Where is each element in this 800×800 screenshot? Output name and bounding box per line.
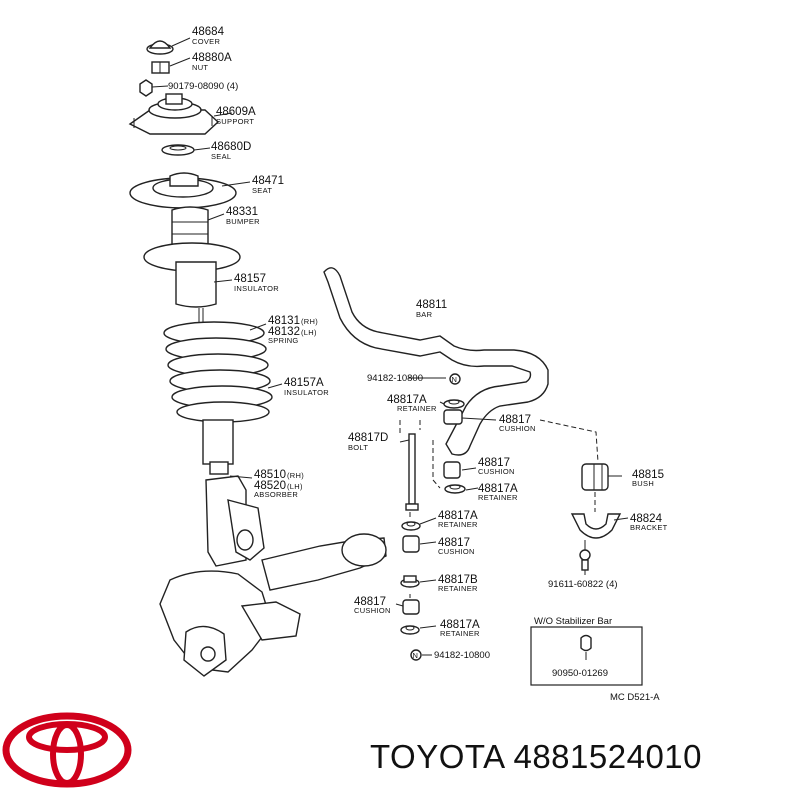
label-insulator-upper: INSULATOR	[234, 284, 279, 293]
label-nut: NUT	[192, 63, 208, 72]
label-48520: 48520(LH)	[254, 480, 303, 492]
label-retainer-4: RETAINER	[440, 629, 480, 638]
leader-lines	[151, 37, 629, 656]
label-48817-cushion-a: 48817	[499, 414, 531, 426]
label-retainer-b: RETAINER	[438, 584, 478, 593]
label-48471: 48471	[252, 175, 284, 187]
insulator-upper-part	[143, 242, 241, 308]
cushion-a-part	[443, 409, 463, 425]
label-94182-a: 94182-10800	[367, 373, 423, 384]
label-cover: COVER	[192, 37, 220, 46]
retainer-a4-part	[400, 625, 420, 635]
label-support: SUPPORT	[216, 117, 254, 126]
label-bracket: BRACKET	[630, 523, 668, 532]
bolt-48817d-part	[405, 433, 419, 511]
label-48132: 48132(LH)	[268, 326, 317, 338]
strut-assembly	[128, 40, 387, 677]
nut-part	[151, 61, 170, 74]
label-48817a-2: 48817A	[478, 483, 518, 495]
seal-part	[161, 144, 195, 156]
label-cushion-b: CUSHION	[478, 467, 515, 476]
label-48815: 48815	[632, 469, 664, 481]
label-48817-cushion-d: 48817	[354, 596, 386, 608]
nut-94182-b-part: N	[410, 649, 422, 661]
label-48817a-1: 48817A	[387, 394, 427, 406]
retainer-b-part	[400, 575, 420, 588]
label-48817-cushion-c: 48817	[438, 537, 470, 549]
label-seal: SEAL	[211, 152, 231, 161]
label-seat: SEAT	[252, 186, 272, 195]
label-48680d: 48680D	[211, 141, 251, 153]
stabilizer-bar-part	[323, 267, 549, 456]
retainer-a3-part	[401, 521, 421, 531]
inset-title: W/O Stabilizer Bar	[534, 616, 612, 627]
knuckle-assembly-part	[159, 533, 387, 677]
label-94182-b: 94182-10800	[434, 650, 490, 661]
label-retainer-3: RETAINER	[438, 520, 478, 529]
retainer-a1-part	[443, 399, 465, 409]
label-cushion-d: CUSHION	[354, 606, 391, 615]
label-bar: BAR	[416, 310, 433, 319]
label-48817-cushion-b: 48817	[478, 457, 510, 469]
toyota-logo-icon	[2, 712, 132, 788]
svg-text:N: N	[452, 375, 458, 384]
brand-part-number: TOYOTA 4881524010	[370, 738, 703, 775]
label-insulator-lower: INSULATOR	[284, 388, 329, 397]
seat-part	[129, 172, 237, 209]
bracket-part	[570, 513, 622, 539]
inset-part-number: 90950-01269	[552, 668, 608, 679]
label-bush: BUSH	[632, 479, 654, 488]
label-bumper: BUMPER	[226, 217, 260, 226]
reference-code: MC D521-A	[610, 692, 660, 703]
label-48609a: 48609A	[216, 106, 256, 118]
inset-clip-icon	[580, 634, 592, 660]
label-absorber: ABSORBER	[254, 490, 298, 499]
label-48824: 48824	[630, 513, 663, 525]
bush-part	[581, 463, 609, 491]
label-bolt: BOLT	[348, 443, 368, 452]
retainer-a2-part	[444, 484, 466, 494]
label-retainer-1: RETAINER	[397, 404, 437, 413]
absorber-part	[202, 419, 265, 567]
label-48817b: 48817B	[438, 574, 478, 586]
label-90179: 90179-08090 (4)	[168, 81, 238, 92]
inset-box: W/O Stabilizer Bar 90950-01269	[530, 616, 643, 686]
label-48817a-4: 48817A	[440, 619, 480, 631]
support-part	[128, 93, 220, 135]
label-cushion-a: CUSHION	[499, 424, 536, 433]
svg-text:N: N	[413, 651, 419, 660]
cushion-b-part	[443, 461, 461, 479]
label-48157: 48157	[234, 273, 266, 285]
label-48684: 48684	[192, 26, 225, 38]
spring-part	[163, 308, 273, 423]
cushion-d-part	[402, 599, 420, 615]
label-48131: 48131(RH)	[268, 315, 318, 327]
label-48817a-3: 48817A	[438, 510, 478, 522]
guide-lines	[399, 419, 599, 598]
label-91611: 91611-60822 (4)	[548, 579, 618, 590]
label-48880a: 48880A	[192, 52, 232, 64]
label-48811: 48811	[416, 299, 447, 311]
label-48817d: 48817D	[348, 432, 388, 444]
bolt-91611-part	[579, 540, 591, 571]
label-48331: 48331	[226, 206, 258, 218]
bolt-90179-part	[139, 79, 153, 97]
part-labels: 48684 COVER 48880A NUT 90179-08090 (4) 4…	[168, 26, 668, 661]
label-48157a: 48157A	[284, 377, 324, 389]
nut-94182-a-part: N	[449, 373, 461, 385]
cover-part	[146, 40, 174, 55]
label-retainer-2: RETAINER	[478, 493, 518, 502]
cushion-c-part	[402, 535, 420, 553]
label-spring: SPRING	[268, 336, 299, 345]
label-cushion-c: CUSHION	[438, 547, 475, 556]
label-48510: 48510(RH)	[254, 469, 304, 481]
